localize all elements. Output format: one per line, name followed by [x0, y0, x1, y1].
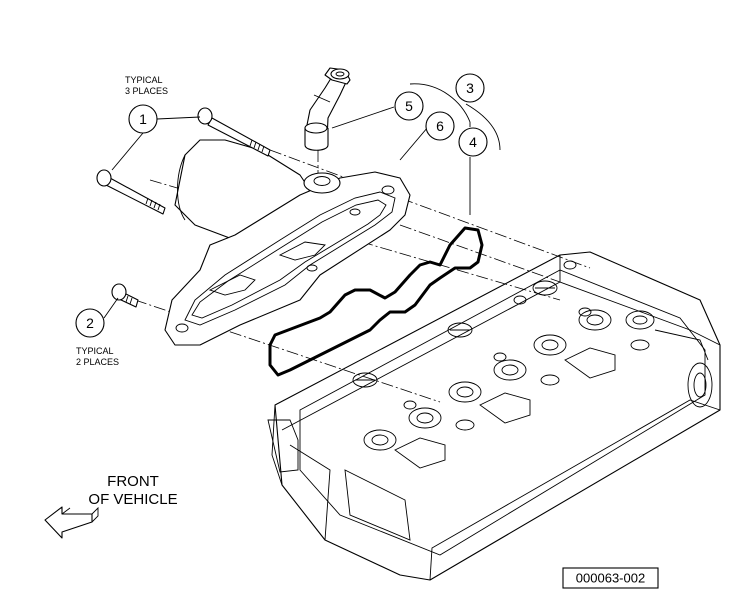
long-bolt-lower [96, 169, 166, 215]
front-of-vehicle-line1: FRONT [107, 473, 159, 490]
cylinder-head [267, 251, 721, 581]
typical-3-places-line1: TYPICAL [125, 75, 163, 85]
reference-number: 000063-002 [576, 571, 645, 586]
callout-5-label: 5 [405, 98, 413, 114]
rocker-pads [394, 260, 650, 469]
long-bolt-upper [197, 107, 271, 157]
front-direction-arrow-icon [44, 506, 93, 539]
typical-2-places-line2: 2 PLACES [76, 357, 119, 367]
leader-lines [103, 83, 501, 319]
callout-3: 3 [455, 73, 485, 103]
callout-2: 2 [75, 308, 105, 338]
hose-elbow-fitting [304, 67, 351, 151]
short-bolt [111, 283, 139, 308]
callout-1: 1 [128, 104, 158, 134]
front-of-vehicle-line2: OF VEHICLE [88, 491, 177, 508]
callout-6: 6 [425, 111, 455, 141]
callout-2-label: 2 [86, 315, 94, 331]
typical-2-places-line1: TYPICAL [76, 346, 114, 356]
reference-number-box: 000063-002 [562, 567, 659, 589]
callout-6-label: 6 [436, 118, 444, 134]
callout-3-label: 3 [466, 80, 474, 96]
thermostat-gasket [268, 226, 484, 377]
callout-5: 5 [394, 91, 424, 121]
callout-4-label: 4 [469, 134, 477, 150]
typical-3-places-line2: 3 PLACES [125, 86, 168, 96]
thermostat-housing [164, 139, 411, 346]
callout-4: 4 [458, 127, 488, 157]
callout-1-label: 1 [139, 111, 147, 127]
